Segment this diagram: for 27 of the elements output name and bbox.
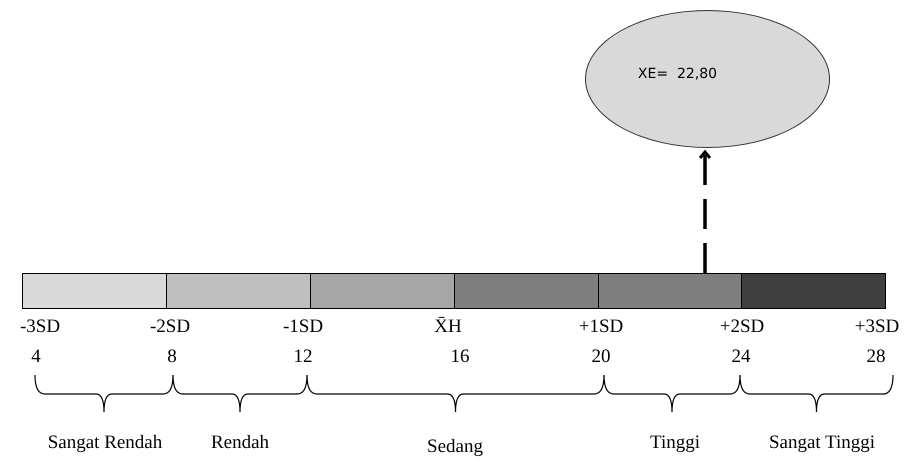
- scale-segment: [310, 273, 455, 309]
- scale-segment: [22, 273, 167, 309]
- category-label: Sedang: [427, 436, 483, 458]
- scale-marker: +1SD: [578, 316, 624, 338]
- scale-marker: -2SD: [150, 316, 190, 338]
- scale-segment: [166, 273, 311, 309]
- scale-value: 12: [294, 346, 312, 368]
- scale-value: 20: [592, 346, 610, 368]
- category-label: Sangat Rendah: [48, 432, 162, 454]
- scale-segment: [741, 273, 886, 309]
- scale-marker: +3SD: [854, 316, 900, 338]
- scale-value: 24: [732, 346, 750, 368]
- scale-value: 8: [167, 346, 177, 368]
- scale-marker: +2SD: [720, 316, 764, 338]
- category-label: Sangat Tinggi: [768, 432, 876, 454]
- value-text: XE= 22,80: [638, 66, 718, 82]
- scale-segment: [598, 273, 742, 309]
- scale-marker: X̄H: [434, 316, 462, 338]
- scale-segment: [454, 273, 599, 309]
- arrow: [698, 150, 712, 273]
- category-label: Tinggi: [650, 432, 700, 454]
- scale-marker: -3SD: [20, 316, 60, 338]
- scale-value: 28: [866, 346, 886, 368]
- category-label: Rendah: [210, 432, 270, 454]
- scale-value: 4: [31, 346, 41, 368]
- scale-marker: -1SD: [282, 316, 324, 338]
- scale-value: 16: [450, 346, 470, 368]
